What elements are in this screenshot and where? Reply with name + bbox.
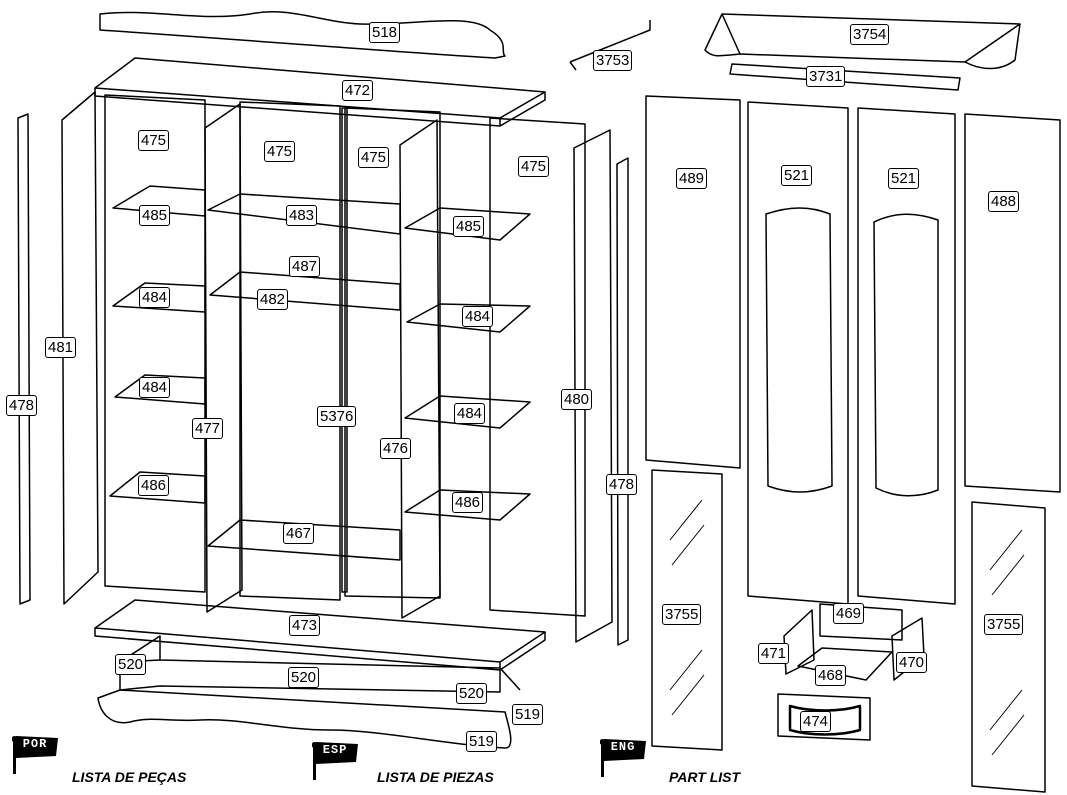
side-panel-481: [61, 91, 99, 605]
part-label-484-d: 484: [454, 403, 486, 424]
partition-476: [399, 119, 441, 619]
part-label-520-a: 520: [115, 654, 147, 675]
base-519: [97, 689, 512, 749]
door-488: [964, 113, 1061, 493]
part-label-472: 472: [342, 80, 374, 101]
part-label-468: 468: [815, 665, 847, 686]
shelf-486-left: [109, 471, 206, 504]
shelf-484-left-upper: [112, 282, 206, 313]
part-label-484-a: 484: [139, 287, 171, 308]
crown-top-518: [99, 11, 506, 59]
shelf-486-right: [404, 489, 531, 521]
part-label-475-c: 475: [358, 147, 390, 168]
part-label-467: 467: [283, 523, 315, 544]
part-label-473: 473: [289, 615, 321, 636]
part-label-3754: 3754: [850, 24, 890, 45]
part-label-485-a: 485: [139, 205, 171, 226]
mirror-3755-left: [651, 469, 723, 751]
part-label-471: 471: [758, 643, 790, 664]
title-esp: LISTA DE PIEZAS: [377, 769, 494, 785]
door-521-right: [857, 107, 956, 605]
part-label-470: 470: [896, 652, 928, 673]
flag-eng-code: ENG: [610, 740, 636, 754]
back-panel-475-d: [489, 117, 586, 617]
side-panel-480: [573, 129, 613, 643]
flag-esp-code: ESP: [322, 743, 348, 757]
shelf-484-right-upper: [406, 303, 531, 333]
flag-por-icon: [11, 736, 58, 774]
part-label-3755-a: 3755: [662, 604, 702, 625]
flag-por-code: POR: [22, 737, 48, 751]
part-label-488: 488: [988, 191, 1020, 212]
mirror-521-right: [873, 213, 939, 497]
title-eng: PART LIST: [669, 769, 741, 785]
flag-esp: ESP: [311, 740, 362, 780]
part-label-520-b: 520: [288, 667, 320, 688]
part-label-483: 483: [286, 205, 318, 226]
part-label-469: 469: [833, 603, 865, 624]
part-label-489: 489: [676, 168, 708, 189]
part-label-3753: 3753: [593, 50, 633, 71]
center-rail-5376: [341, 107, 348, 593]
drawer-front-474: [777, 693, 871, 741]
flag-esp-icon: [311, 742, 358, 780]
part-label-476: 476: [380, 438, 412, 459]
part-label-475-b: 475: [264, 141, 296, 162]
pilaster-478-left: [17, 113, 31, 605]
shelf-483: [207, 193, 401, 235]
rail-3731: [729, 63, 961, 91]
part-label-478-a: 478: [6, 395, 38, 416]
part-label-480: 480: [561, 389, 593, 410]
mirror-3755-right: [971, 501, 1046, 793]
part-label-519-a: 519: [512, 704, 544, 725]
part-label-3731: 3731: [806, 66, 846, 87]
shelf-484-left-lower: [114, 374, 206, 405]
part-label-486-a: 486: [138, 475, 170, 496]
back-panel-475-b: [239, 101, 341, 601]
partition-477: [204, 103, 243, 613]
part-label-484-c: 484: [139, 377, 171, 398]
part-label-519-b: 519: [466, 731, 498, 752]
part-label-486-b: 486: [452, 492, 484, 513]
part-label-481: 481: [45, 337, 77, 358]
part-label-475-d: 475: [518, 156, 550, 177]
part-label-482: 482: [257, 289, 289, 310]
part-label-518: 518: [369, 22, 401, 43]
door-489: [645, 95, 741, 469]
flag-eng-icon: [599, 739, 646, 777]
part-label-3755-b: 3755: [984, 614, 1024, 635]
back-panel-475-c: [344, 107, 441, 599]
part-label-477: 477: [192, 418, 224, 439]
mirror-521-left: [765, 207, 833, 493]
shelf-467: [207, 519, 401, 561]
back-panel-475-a: [104, 94, 206, 593]
drawer-back-469: [819, 603, 903, 641]
flag-por: POR: [11, 734, 62, 774]
part-label-478-b: 478: [606, 474, 638, 495]
part-label-485-b: 485: [453, 216, 485, 237]
part-label-521-a: 521: [781, 165, 813, 186]
part-label-5376: 5376: [317, 406, 357, 427]
title-por: LISTA DE PEÇAS: [72, 769, 187, 785]
shelf-485-left: [112, 185, 206, 217]
shelf-482: [209, 271, 401, 311]
part-label-487: 487: [289, 256, 321, 277]
top-panel-472: [94, 57, 546, 119]
shelf-484-right-lower: [404, 395, 531, 429]
part-label-484-b: 484: [462, 306, 494, 327]
part-label-520-c: 520: [456, 683, 488, 704]
part-label-521-b: 521: [888, 168, 920, 189]
plinth-520: [119, 635, 501, 693]
flag-eng: ENG: [599, 737, 650, 777]
part-label-474: 474: [800, 711, 832, 732]
pilaster-478-right: [616, 157, 629, 646]
part-label-475-a: 475: [138, 130, 170, 151]
